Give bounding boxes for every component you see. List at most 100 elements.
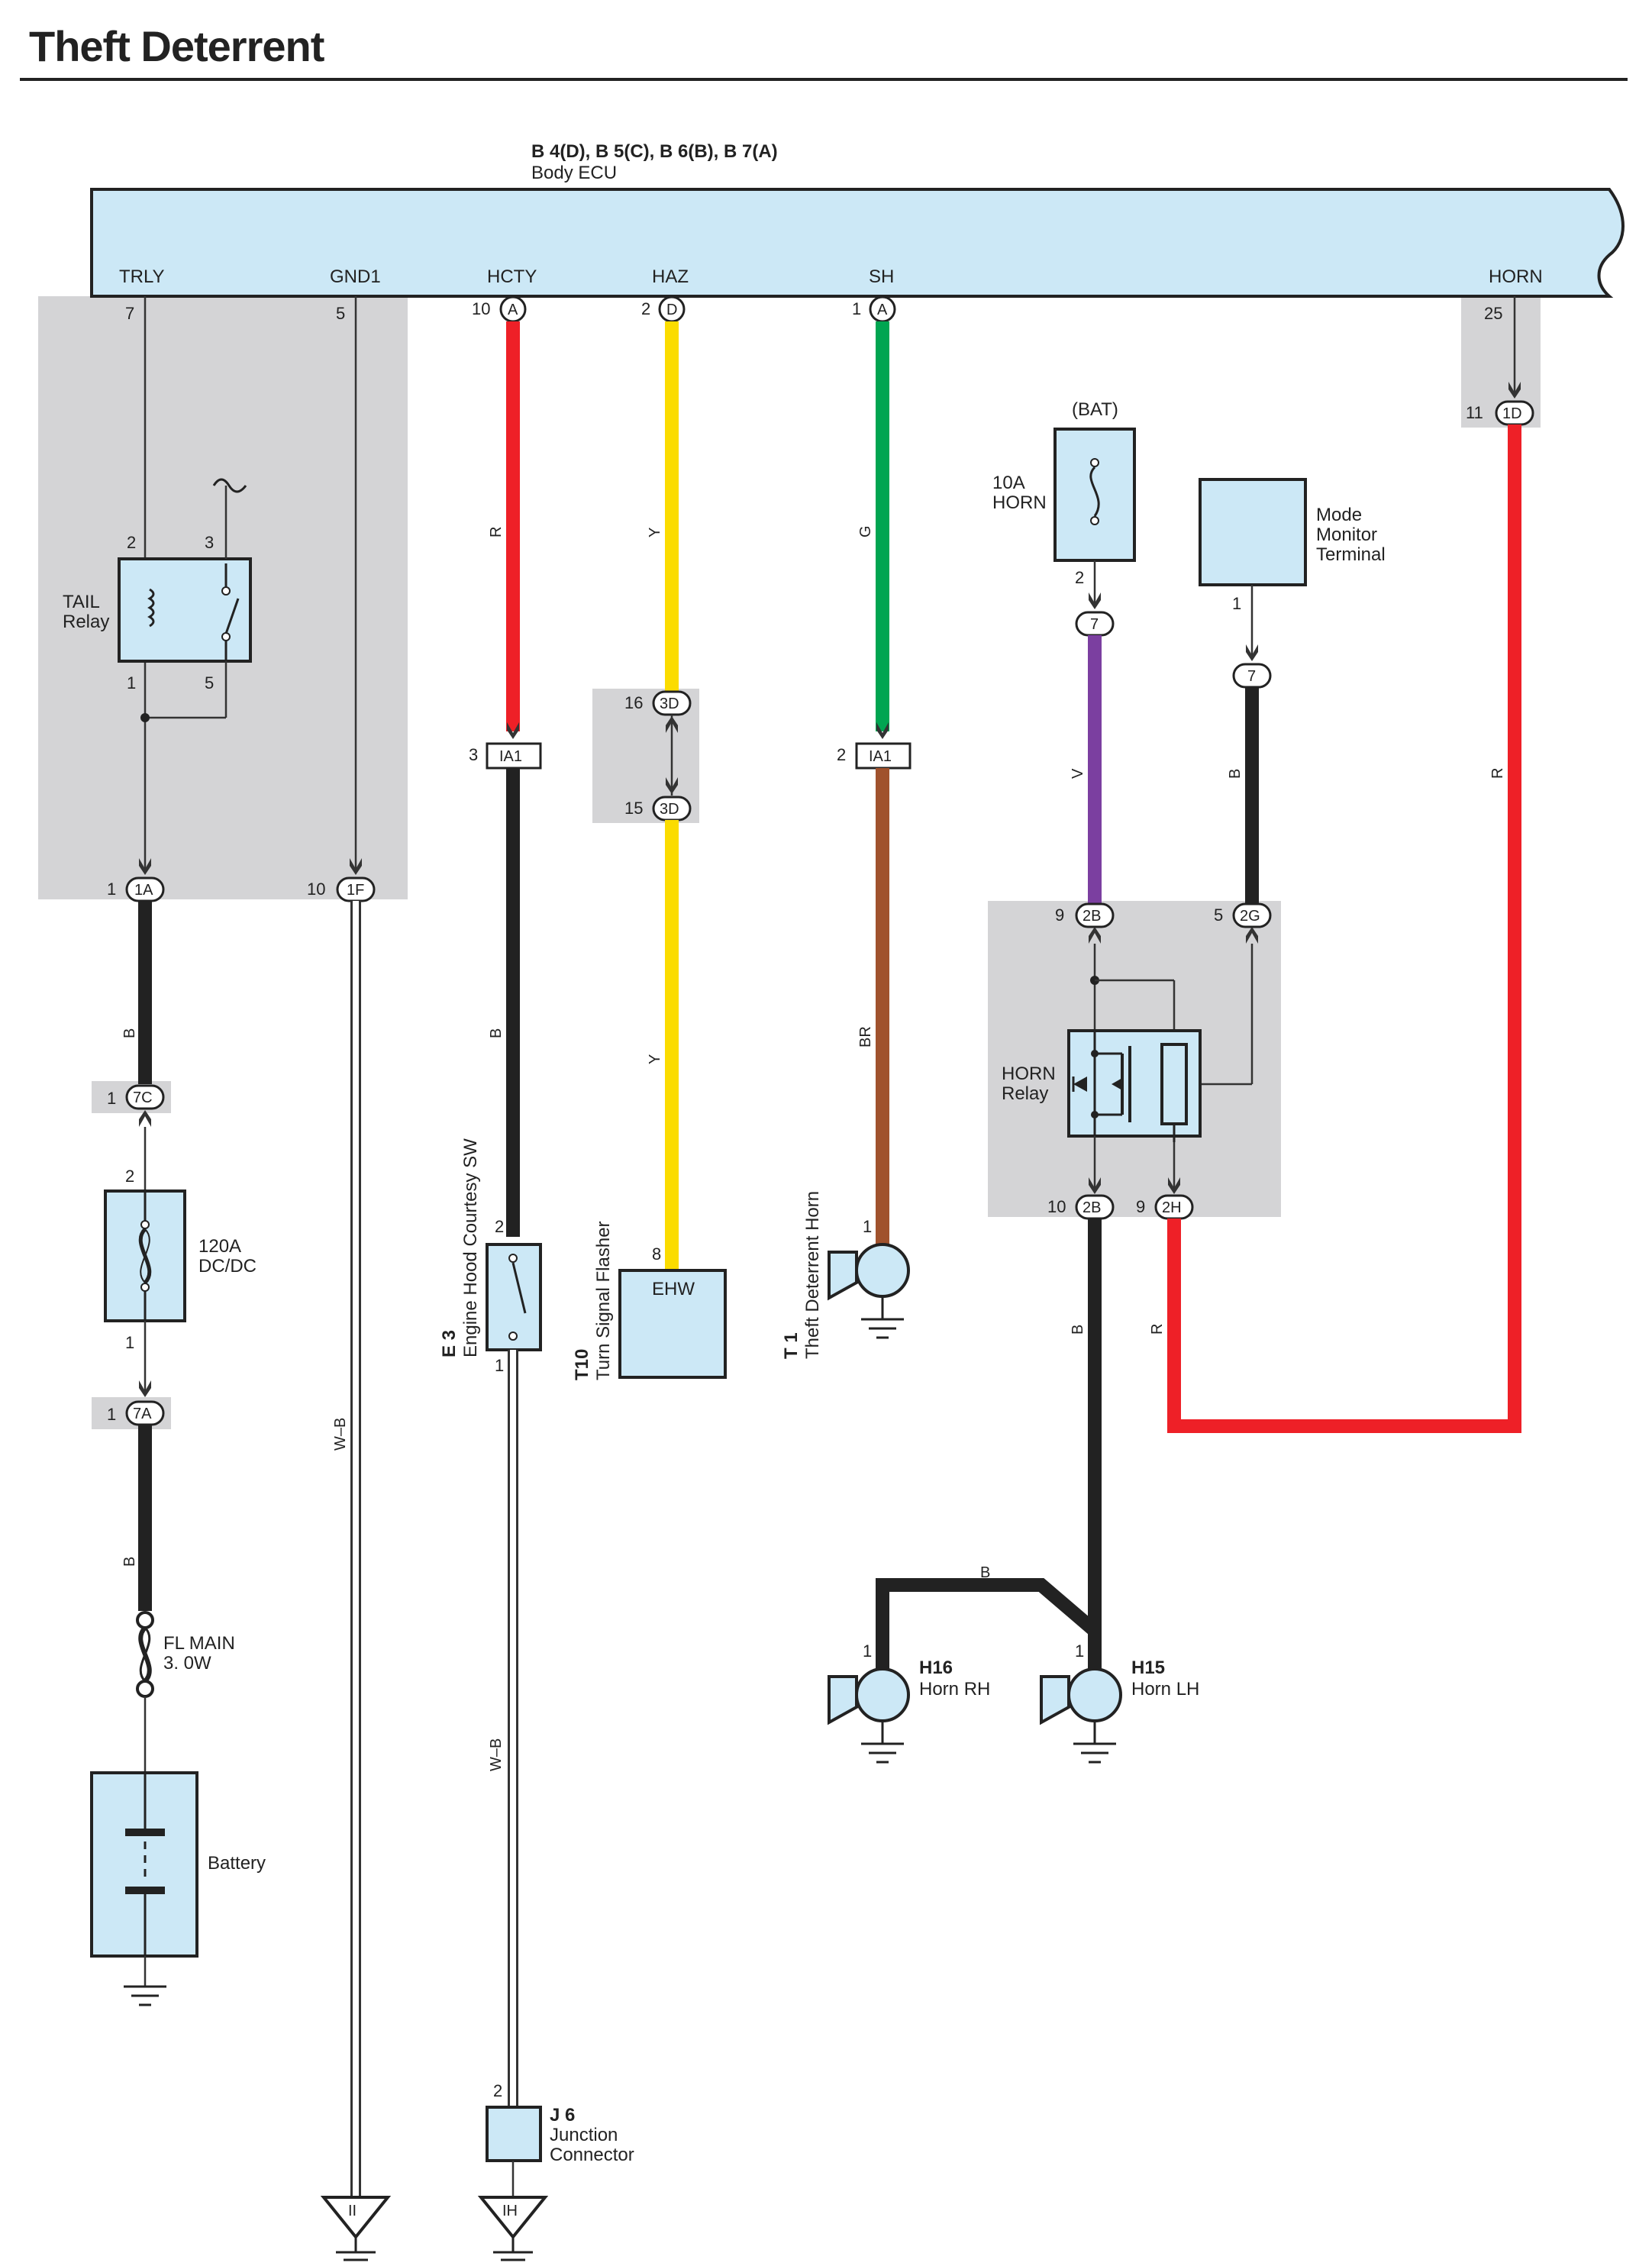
ecu-codes: B 4(D), B 5(C), B 6(B), B 7(A) bbox=[531, 141, 778, 162]
theft-horn-name: Theft Deterrent Horn bbox=[802, 1191, 823, 1359]
fl-main-label-1: FL MAIN bbox=[163, 1633, 235, 1654]
svg-text:II: II bbox=[348, 2203, 357, 2219]
svg-text:W–B: W–B bbox=[332, 1418, 349, 1451]
ecu-name: Body ECU bbox=[531, 163, 617, 183]
flasher-name: Turn Signal Flasher bbox=[593, 1221, 614, 1380]
svg-text:B: B bbox=[488, 1028, 505, 1038]
svg-text:2: 2 bbox=[837, 745, 846, 764]
svg-text:3: 3 bbox=[205, 533, 214, 552]
turn-signal-flasher bbox=[618, 1269, 727, 1379]
svg-text:IH: IH bbox=[502, 2203, 518, 2219]
svg-text:1: 1 bbox=[863, 1641, 872, 1661]
theft-deterrent-horn-icon bbox=[828, 1243, 910, 1339]
svg-text:2: 2 bbox=[495, 1217, 504, 1236]
svg-text:GND1: GND1 bbox=[330, 266, 381, 287]
wire-b-horns bbox=[876, 1219, 1102, 1670]
ecu-terminal-horn: HORN 25 bbox=[1484, 266, 1543, 323]
fl-main-label-2: 3. 0W bbox=[163, 1653, 211, 1674]
horn-rh-code: H16 bbox=[919, 1658, 953, 1678]
svg-text:TRLY: TRLY bbox=[119, 266, 165, 287]
hood-sw-code: E 3 bbox=[439, 1330, 460, 1357]
horn-fuse-label-1: 10A bbox=[992, 473, 1025, 493]
svg-text:R: R bbox=[488, 527, 505, 537]
flasher-box-label: EHW bbox=[652, 1279, 695, 1299]
horn-lh-icon bbox=[1040, 1667, 1122, 1764]
ground-II-icon: II bbox=[320, 2196, 392, 2261]
svg-text:7: 7 bbox=[125, 304, 134, 323]
svg-text:B: B bbox=[121, 1028, 138, 1038]
svg-text:HAZ: HAZ bbox=[652, 266, 689, 287]
svg-text:7: 7 bbox=[1090, 616, 1099, 633]
svg-text:5: 5 bbox=[336, 304, 345, 323]
svg-text:R: R bbox=[1149, 1324, 1166, 1335]
horn-fuse-label-2: HORN bbox=[992, 492, 1047, 513]
svg-text:2G: 2G bbox=[1240, 908, 1260, 925]
svg-text:1: 1 bbox=[495, 1356, 504, 1375]
junction-label-1: Junction bbox=[550, 2125, 618, 2145]
ecu-terminal-haz: HAZ 2 D bbox=[641, 266, 689, 323]
horn-rh-name: Horn RH bbox=[919, 1679, 990, 1700]
svg-text:5: 5 bbox=[1214, 905, 1223, 925]
svg-text:W–B: W–B bbox=[488, 1738, 505, 1771]
svg-text:D: D bbox=[666, 302, 677, 318]
connector-3D-15: 15 3D bbox=[624, 796, 692, 822]
svg-text:1: 1 bbox=[107, 880, 116, 899]
svg-text:Y: Y bbox=[647, 528, 663, 537]
svg-text:B: B bbox=[121, 1557, 138, 1567]
fuse-120a-dcdc bbox=[104, 1189, 186, 1322]
svg-text:9: 9 bbox=[1055, 905, 1064, 925]
mode-monitor-label-2: Monitor bbox=[1316, 525, 1377, 545]
connector-7C: 1 7C bbox=[107, 1084, 165, 1110]
svg-text:2: 2 bbox=[641, 299, 650, 318]
engine-hood-courtesy-sw bbox=[486, 1243, 542, 1351]
svg-text:B: B bbox=[1070, 1325, 1086, 1335]
junction-code: J 6 bbox=[550, 2105, 575, 2126]
svg-text:1: 1 bbox=[852, 299, 861, 318]
fuse-dcdc-label-2: DC/DC bbox=[198, 1256, 257, 1277]
fl-main-link bbox=[136, 1611, 154, 1698]
mode-monitor-terminal bbox=[1199, 478, 1307, 586]
connector-2B-top: 9 2B bbox=[1055, 902, 1115, 928]
svg-text:2: 2 bbox=[125, 1167, 134, 1186]
hood-sw-name: Engine Hood Courtesy SW bbox=[460, 1138, 481, 1357]
svg-text:1: 1 bbox=[107, 1405, 116, 1424]
svg-text:SH: SH bbox=[869, 266, 894, 287]
tail-relay bbox=[118, 557, 252, 663]
junction-connector-J6 bbox=[486, 2106, 542, 2162]
svg-text:G: G bbox=[857, 525, 874, 537]
svg-text:HCTY: HCTY bbox=[487, 266, 537, 287]
svg-text:IA1: IA1 bbox=[499, 748, 522, 765]
wire-r-horn-main bbox=[1167, 424, 1521, 1433]
connector-7A: 1 7A bbox=[107, 1400, 165, 1426]
svg-text:A: A bbox=[508, 302, 518, 318]
svg-text:A: A bbox=[877, 302, 888, 318]
junction-label-2: Connector bbox=[550, 2145, 634, 2165]
svg-text:3D: 3D bbox=[660, 696, 679, 712]
svg-text:B: B bbox=[1227, 769, 1244, 779]
horn-relay-label-1: HORN bbox=[1002, 1064, 1056, 1084]
svg-text:1A: 1A bbox=[134, 882, 153, 899]
connector-1A: 1 1A bbox=[107, 876, 165, 902]
horn-fuse-bat: (BAT) bbox=[1072, 399, 1118, 420]
svg-text:2: 2 bbox=[127, 533, 136, 552]
svg-text:11: 11 bbox=[1466, 403, 1483, 422]
svg-text:7: 7 bbox=[1247, 668, 1256, 685]
svg-text:3D: 3D bbox=[660, 801, 679, 818]
horn-relay-label-2: Relay bbox=[1002, 1083, 1048, 1104]
svg-text:1: 1 bbox=[1232, 594, 1241, 613]
svg-text:10: 10 bbox=[1047, 1197, 1066, 1216]
svg-text:BR: BR bbox=[857, 1026, 874, 1047]
svg-text:2B: 2B bbox=[1083, 908, 1101, 925]
connector-1F: 10 1F bbox=[307, 876, 376, 902]
svg-text:9: 9 bbox=[1136, 1197, 1145, 1216]
mode-monitor-label-1: Mode bbox=[1316, 505, 1362, 525]
svg-text:1F: 1F bbox=[347, 882, 364, 899]
ecu-terminal-gnd1: GND1 5 bbox=[330, 266, 381, 323]
svg-text:7C: 7C bbox=[133, 1089, 153, 1106]
svg-text:1D: 1D bbox=[1502, 405, 1522, 422]
horn-relay bbox=[1067, 1029, 1202, 1142]
svg-text:8: 8 bbox=[652, 1244, 661, 1264]
svg-text:2: 2 bbox=[1075, 568, 1084, 587]
svg-text:1: 1 bbox=[125, 1333, 134, 1352]
svg-text:2: 2 bbox=[493, 2081, 502, 2100]
